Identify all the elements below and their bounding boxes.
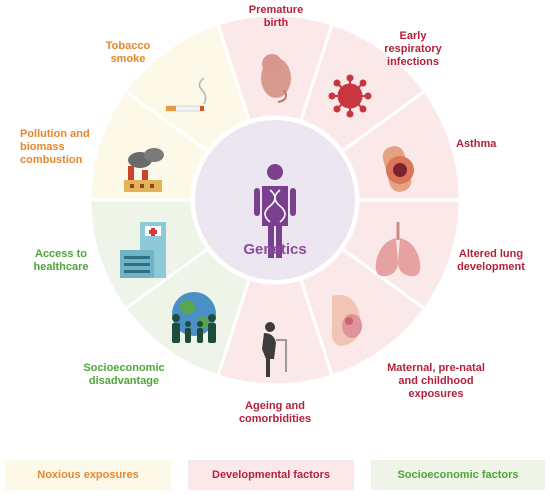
label-ageing: Ageing and comorbidities [238,400,312,425]
legend-developmental-factors: Developmental factors [188,460,354,490]
lungs-icon [375,222,421,277]
dna-person-icon [254,164,296,258]
wheel-segments [88,13,462,387]
segment-tobacco [123,22,252,154]
genetics-label: Genetics [243,241,307,258]
label-access-to-healthcare: Access to healthcare [33,248,89,273]
elderly-walker-icon [262,322,287,377]
label-premature-birth: Premature birth [248,4,304,29]
family-globe-icon [172,292,216,343]
legend-socioeconomic-factors: Socioeconomic factors [371,460,545,490]
virus-icon [328,74,372,118]
label-socioeconomic-disadvantage: Socioeconomic disadvantage [83,362,165,387]
cigarette-icon [165,77,207,112]
fetus-icon [261,54,291,103]
label-early-respiratory-infections: Early respiratory infections [384,30,442,68]
pregnant-belly-icon [331,294,362,346]
hospital-icon [120,222,166,278]
label-pollution: Pollution and biomass combustion [20,128,90,166]
legend-noxious-exposures: Noxious exposures [5,460,171,490]
label-altered-lung-development: Altered lung development [457,248,525,273]
label-tobacco: Tobacco smoke [105,40,151,65]
airway-icon [382,146,414,192]
label-maternal-exposures: Maternal, pre-natal and childhood exposu… [387,362,485,400]
label-asthma: Asthma [456,138,497,150]
factory-icon [124,148,164,192]
